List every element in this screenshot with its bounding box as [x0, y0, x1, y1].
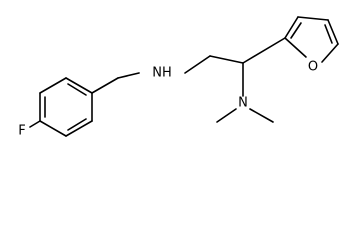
- ring-bond: [297, 16, 329, 21]
- ring-bond: [284, 16, 299, 39]
- ch2-nh-bond: [117, 72, 140, 79]
- ring-double-bond: [324, 24, 333, 44]
- ring-bond: [327, 19, 339, 45]
- ring-bond: [65, 77, 93, 94]
- dimethylamino-n-label: N: [238, 96, 248, 111]
- furan-ring: [284, 16, 339, 63]
- ring-double-bond: [67, 83, 87, 96]
- ring-bond: [39, 120, 67, 137]
- nh-ch2-bond: [184, 55, 211, 74]
- n-methyl-bond: [249, 108, 274, 123]
- ring-double-bond: [67, 118, 87, 131]
- ring-double-bond: [290, 22, 302, 39]
- fluorophenyl-ring: [39, 77, 93, 137]
- ring-bond: [321, 43, 339, 63]
- fluorine-label: F: [18, 124, 25, 139]
- furan-oxygen-label: O: [308, 60, 318, 75]
- ch-furan-bond: [242, 37, 286, 64]
- ch2-ch-bond: [209, 55, 244, 64]
- structure-diagram: F NH O N: [18, 16, 339, 139]
- aryl-ch2-bond: [91, 77, 119, 94]
- ring-bond: [65, 120, 93, 137]
- n-methyl-bond: [216, 108, 237, 123]
- ring-bond: [284, 37, 307, 58]
- ring-bond: [39, 77, 67, 94]
- c-f-bond: [29, 120, 41, 128]
- amine-nh-label: NH: [152, 66, 172, 81]
